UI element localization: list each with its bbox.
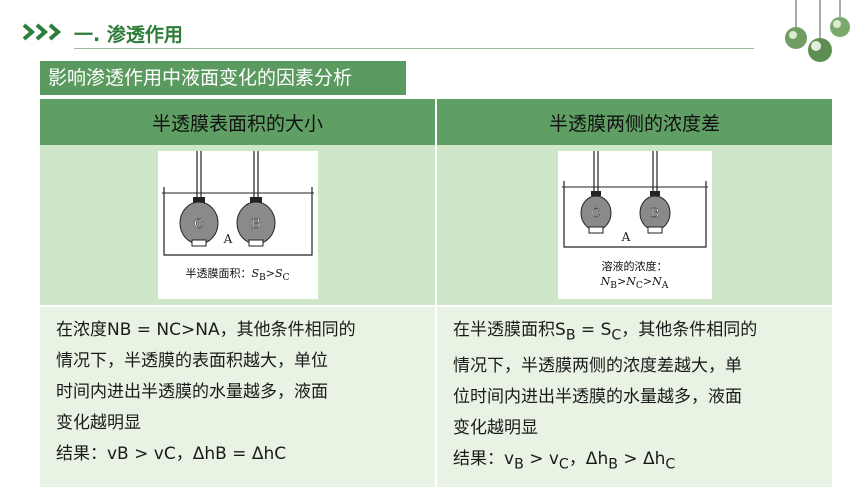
bag-c-label: C	[194, 217, 204, 232]
text-line: 位时间内进出半透膜的水量越多，液面	[453, 387, 743, 408]
text-line: 变化越明显	[453, 418, 539, 439]
solution-a-label: A	[222, 232, 232, 246]
figure-caption-area: 半透膜面积：SB>SC	[185, 267, 290, 284]
text-line: 情况下，半透膜的表面积越大，单位	[56, 351, 328, 371]
text-line: 变化越明显	[56, 413, 141, 433]
bag-b-label: B	[251, 217, 261, 232]
bag-c-label: C	[591, 206, 600, 220]
figure-caption-concentration-line2: NB>NC>NA	[600, 275, 669, 292]
text-line: 在半透膜面积SB = SC，其他条件相同的	[453, 320, 758, 344]
hanging-lamps-icon	[785, 0, 850, 62]
topic-banner: 影响渗透作用中液面变化的因素分析	[40, 61, 406, 95]
explanation-area: 在浓度NB = NC>NA，其他条件相同的 情况下，半透膜的表面积越大，单位 时…	[40, 306, 438, 487]
beaker-diagram: C B A	[161, 151, 314, 256]
solution-a-label: A	[620, 230, 630, 244]
table-header-row: 半透膜表面积的大小 半透膜两侧的浓度差	[40, 99, 832, 145]
figure-caption-concentration-line1: 溶液的浓度：	[601, 260, 668, 273]
comparison-table: 半透膜表面积的大小 半透膜两侧的浓度差 C	[40, 99, 832, 487]
result-line: 结果：vB > vC，ΔhB > ΔhC	[453, 449, 676, 473]
section-title: 一. 渗透作用	[74, 24, 183, 46]
osmosis-diagram-concentration: C B A 溶液的浓度： NB>NC>NA	[557, 151, 712, 299]
header-membrane-area: 半透膜表面积的大小	[40, 99, 438, 145]
figure-cell-area: C B A 半透膜面积：SB>SC	[40, 145, 438, 307]
title-divider	[74, 48, 754, 49]
figure-row: C B A 半透膜面积：SB>SC	[40, 145, 832, 307]
explanation-concentration: 在半透膜面积SB = SC，其他条件相同的 情况下，半透膜两侧的浓度差越大，单 …	[436, 306, 832, 487]
figure-cell-concentration: C B A 溶液的浓度： NB>NC>NA	[436, 145, 832, 307]
osmosis-diagram-area: C B A 半透膜面积：SB>SC	[157, 151, 318, 299]
triple-chevron-right-icon	[22, 23, 62, 41]
bag-b-label: B	[650, 206, 659, 220]
text-line: 在浓度NB = NC>NA，其他条件相同的	[56, 320, 356, 340]
header-concentration-difference: 半透膜两侧的浓度差	[436, 99, 832, 145]
explanation-row: 在浓度NB = NC>NA，其他条件相同的 情况下，半透膜的表面积越大，单位 时…	[40, 306, 832, 487]
text-line: 情况下，半透膜两侧的浓度差越大，单	[453, 356, 743, 377]
result-line: 结果：vB > vC，ΔhB = ΔhC	[56, 444, 287, 464]
beaker-diagram: C B A	[561, 151, 708, 248]
text-line: 时间内进出半透膜的水量越多，液面	[56, 382, 328, 402]
